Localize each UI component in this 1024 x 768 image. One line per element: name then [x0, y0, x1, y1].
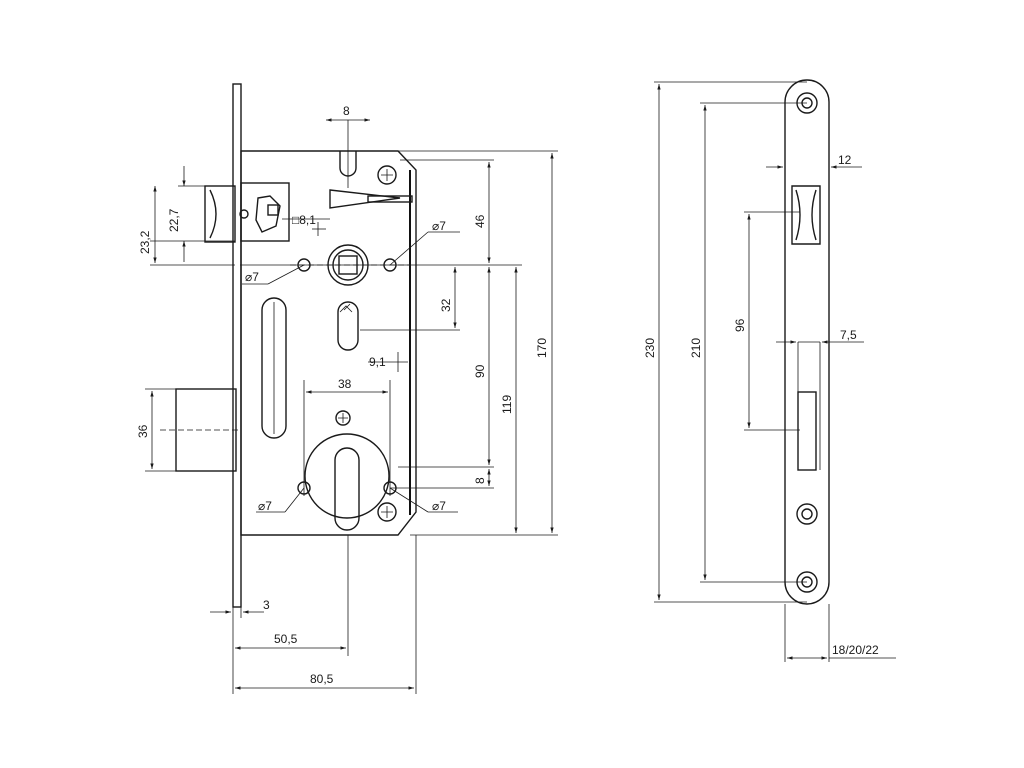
dim-230: 230	[643, 338, 657, 358]
right-dimensions: 230 210 96 12 7,5 18/20/22	[643, 81, 896, 662]
dim-32: 32	[439, 298, 453, 312]
screw-top	[377, 165, 397, 185]
cylinder-cutout	[304, 433, 390, 531]
dim-210: 210	[689, 338, 703, 358]
forend-plate	[232, 83, 242, 608]
dim-90: 90	[473, 364, 487, 378]
left-dimensions: 8 46 170 22,7 23,2 □8,1 ⌀7 ⌀7	[136, 104, 558, 694]
dim-38: 38	[338, 377, 352, 391]
lock-front-view	[160, 83, 417, 608]
dim-170: 170	[535, 338, 549, 358]
dim-7-5: 7,5	[840, 328, 857, 342]
dia7-upper-left: ⌀7	[245, 270, 259, 284]
dim-36: 36	[136, 424, 150, 438]
dim-18-20-22: 18/20/22	[832, 643, 879, 657]
dim-9-1: 9,1	[369, 355, 386, 369]
dim-96: 96	[733, 318, 747, 332]
dim-80-5: 80,5	[310, 672, 334, 686]
oblong-slot	[261, 297, 287, 439]
dim-3: 3	[263, 598, 270, 612]
dia7-upper-right: ⌀7	[432, 219, 446, 233]
dim-50-5: 50,5	[274, 632, 298, 646]
dim-square-8-1: □8,1	[292, 213, 316, 227]
screw-bottom	[377, 502, 397, 522]
dim-46: 46	[473, 214, 487, 228]
dim-8-mid: 8	[473, 477, 487, 484]
dia7-lower-right: ⌀7	[432, 499, 446, 513]
dim-22-7: 22,7	[167, 208, 181, 232]
dim-12: 12	[838, 153, 852, 167]
dia7-lower-left: ⌀7	[258, 499, 272, 513]
dim-23-2: 23,2	[138, 230, 152, 254]
latch-bolt	[204, 185, 236, 243]
dim-8-top: 8	[343, 104, 350, 118]
dim-119: 119	[500, 395, 514, 414]
